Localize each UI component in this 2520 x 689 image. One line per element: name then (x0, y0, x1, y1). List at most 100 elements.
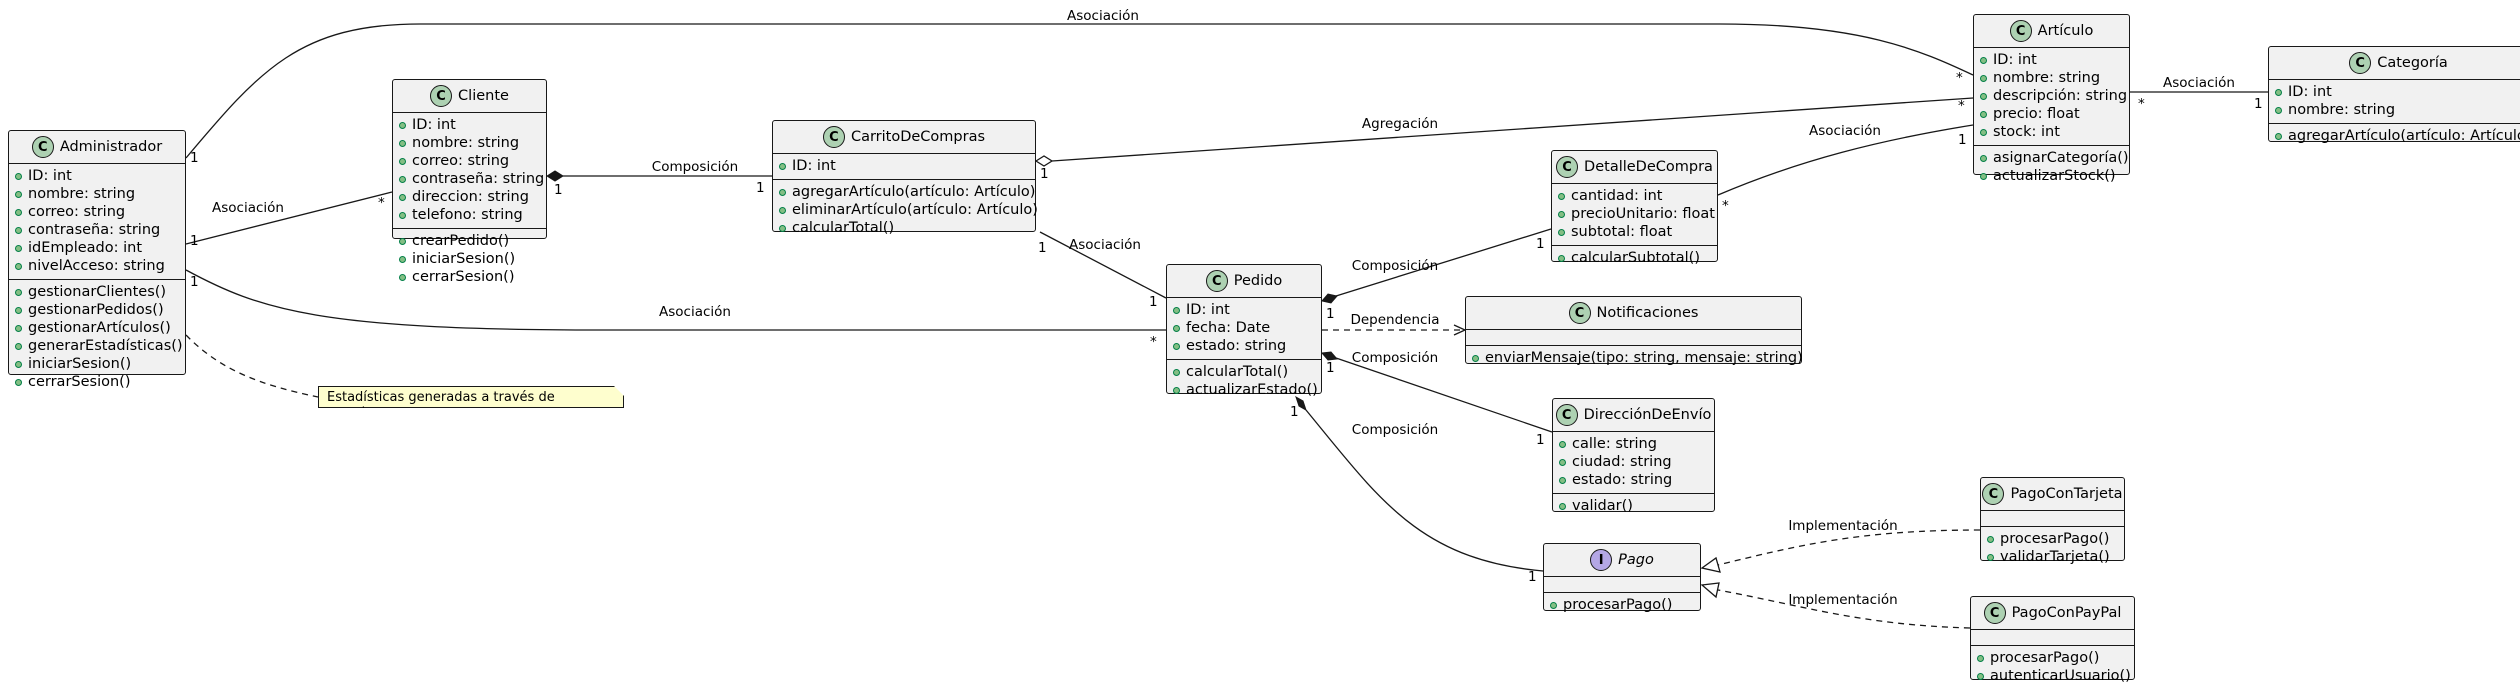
public-visibility-icon (15, 190, 22, 198)
attribute-text: idEmpleado: int (28, 240, 143, 256)
method-text: calcularTotal() (792, 220, 895, 236)
method: agregarArtículo(artículo: Artículo) (2269, 127, 2520, 145)
methods-section: gestionarClientes()gestionarPedidos()ges… (9, 279, 185, 395)
method: procesarPago() (1981, 530, 2124, 548)
edge-admin-articulo (185, 23, 1974, 159)
public-visibility-icon (1173, 386, 1180, 394)
method-text: iniciarSesion() (412, 251, 516, 267)
public-visibility-icon (779, 206, 786, 214)
public-visibility-icon (1980, 110, 1987, 118)
public-visibility-icon (1977, 672, 1984, 680)
edge-label-paypal-pago: Implementación (1788, 592, 1897, 608)
method-text: iniciarSesion() (28, 356, 132, 372)
class-stereotype-icon: C (1568, 302, 1591, 324)
method: calcularTotal() (1167, 363, 1321, 381)
method-text: calcularSubtotal() (1571, 250, 1700, 266)
attribute-text: precio: float (1993, 106, 2080, 122)
attribute-text: precioUnitario: float (1571, 206, 1715, 222)
class-stereotype-icon: C (1982, 483, 2005, 505)
attribute: estado: string (1167, 337, 1321, 355)
method-text: agregarArtículo(artículo: Artículo) (792, 184, 1036, 200)
method: validar() (1553, 497, 1714, 515)
public-visibility-icon (1559, 502, 1566, 510)
edge-pedido-direccion (1335, 357, 1553, 433)
multiplicity: 1 (1528, 569, 1537, 585)
attribute: ID: int (1974, 51, 2129, 69)
public-visibility-icon (1173, 306, 1180, 314)
attribute-text: descripción: string (1993, 88, 2128, 104)
method-text: actualizarEstado() (1186, 382, 1318, 398)
public-visibility-icon (1559, 476, 1566, 484)
methods-section: agregarArtículo(artículo: Artículo)elimi… (773, 179, 1038, 241)
method-text: generarEstadísticas() (28, 338, 183, 354)
public-visibility-icon (1977, 654, 1984, 662)
method: procesarPago() (1544, 596, 1700, 614)
attribute: fecha: Date (1167, 319, 1321, 337)
multiplicity: 1 (1149, 294, 1158, 310)
edge-paypal-pago (1717, 589, 1971, 629)
multiplicity: 1 (1326, 360, 1335, 376)
method-text: gestionarArtículos() (28, 320, 171, 336)
public-visibility-icon (15, 226, 22, 234)
class-stereotype-icon: C (1983, 602, 2006, 624)
public-visibility-icon (399, 175, 406, 183)
public-visibility-icon (15, 208, 22, 216)
attribute: cantidad: int (1552, 187, 1717, 205)
attributes-section: ID: int fecha: Date estado: string (1167, 297, 1321, 359)
edge-label-detalle-articulo: Asociación (1809, 123, 1881, 139)
method-text: validar() (1572, 498, 1633, 514)
public-visibility-icon (399, 121, 406, 129)
edge-label-admin-cliente: Asociación (212, 200, 284, 216)
multiplicity: 1 (1326, 306, 1335, 322)
public-visibility-icon (15, 262, 22, 270)
public-visibility-icon (15, 288, 22, 296)
method: actualizarStock() (1974, 167, 2129, 185)
attribute-text: estado: string (1186, 338, 1287, 354)
attributes-section: ID: int (773, 153, 1035, 179)
interface-stereotype-icon: I (1590, 549, 1613, 571)
attribute-text: fecha: Date (1186, 320, 1271, 336)
multiplicity: * (378, 195, 385, 211)
class-stereotype-icon: C (31, 136, 54, 158)
attribute: contraseña: string (9, 221, 185, 239)
class-stereotype-icon: C (1556, 156, 1579, 178)
attribute-text: telefono: string (412, 207, 523, 223)
public-visibility-icon (1173, 324, 1180, 332)
methods-section: calcularTotal()actualizarEstado() (1167, 359, 1321, 403)
methods-section: calcularSubtotal() (1552, 245, 1717, 271)
public-visibility-icon (399, 255, 406, 263)
public-visibility-icon (1559, 440, 1566, 448)
multiplicity: 1 (1038, 240, 1047, 256)
attribute-text: nombre: string (412, 135, 520, 151)
attribute-text: direccion: string (412, 189, 529, 205)
method-text: procesarPago() (2000, 531, 2110, 547)
class-name: DetalleDeCompra (1584, 159, 1713, 175)
method-text: gestionarClientes() (28, 284, 167, 300)
attribute-text: ID: int (1186, 302, 1230, 318)
edge-label-carrito-pedido: Asociación (1069, 237, 1141, 253)
multiplicity: 1 (1958, 132, 1967, 148)
public-visibility-icon (1173, 368, 1180, 376)
attribute: stock: int (1974, 123, 2129, 141)
edge-admin-cliente (185, 191, 393, 245)
method: calcularSubtotal() (1552, 249, 1717, 267)
method: gestionarArtículos() (9, 319, 185, 337)
method: calcularTotal() (773, 219, 1035, 237)
edge-carrito-articulo (1051, 97, 1974, 162)
methods-section: validar() (1553, 493, 1714, 519)
method: crearPedido() (393, 232, 546, 250)
class-name: Categoría (2377, 55, 2448, 71)
attribute: idEmpleado: int (9, 239, 185, 257)
public-visibility-icon (779, 188, 786, 196)
class-name: Cliente (458, 88, 509, 104)
aggregation-diamond (1034, 155, 1054, 167)
public-visibility-icon (1980, 172, 1987, 180)
class-stereotype-icon: C (1555, 404, 1578, 426)
